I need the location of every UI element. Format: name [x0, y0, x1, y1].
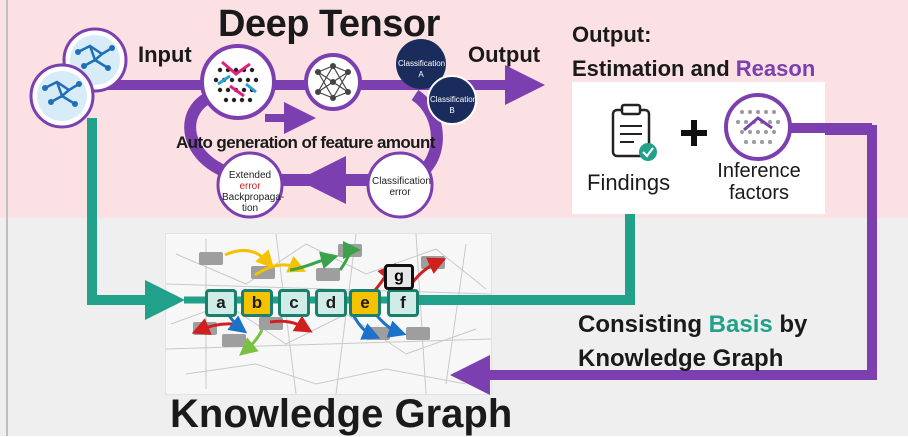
teal-flow-in [87, 118, 185, 320]
output-label: Output [468, 42, 541, 67]
input-label: Input [138, 42, 192, 67]
output-heading-line2: Estimation and Reason [572, 52, 815, 86]
basis-line2: Knowledge Graph [578, 345, 784, 372]
network-input-icon [29, 63, 95, 129]
backprop-line3: tion [241, 203, 259, 214]
inference-factors-label: Inference factors [704, 160, 814, 204]
graph-edge [289, 251, 339, 272]
graph-node-c: c [278, 289, 310, 317]
graph-edge [338, 241, 361, 271]
output-heading-prefix: Estimation and [572, 56, 736, 81]
backprop-line1: Extended error [222, 170, 278, 192]
backprop-error: error [239, 181, 261, 192]
graph-edge [224, 248, 275, 269]
tensor-graph-icon [200, 44, 276, 120]
basis-suffix: by [772, 311, 808, 338]
classification-b-circle [427, 75, 477, 125]
graph-edge [269, 315, 313, 333]
output-heading: Output: Estimation and Reason [572, 18, 815, 86]
backprop-label: Extended error Backpropaga- tion [222, 170, 285, 214]
graph-node-e: e [349, 289, 381, 317]
backprop-circle [216, 151, 284, 219]
deep-tensor-title: Deep Tensor [218, 3, 440, 45]
graph-edge [254, 256, 307, 277]
knowledge-graph-title: Knowledge Graph [170, 392, 513, 436]
graph-tag [406, 327, 430, 340]
inference-line1: Inference [717, 160, 801, 182]
findings-label: Findings [587, 170, 671, 195]
teal-flow-out [410, 170, 650, 305]
classification-b-label: Classification B [430, 95, 478, 115]
graph-node-b: b [241, 289, 273, 317]
graph-tag [316, 268, 340, 281]
backprop-extended: Extended [228, 170, 272, 181]
classification-error-label: Classification error [372, 176, 431, 198]
frame-divider [6, 0, 8, 436]
graph-edge [191, 318, 241, 335]
graph-node-g: g [384, 264, 414, 290]
graph-node-f: f [387, 289, 419, 317]
basis-prefix: Consisting [578, 311, 709, 338]
classification-error-circle [366, 151, 434, 219]
basis-accent: Basis [708, 311, 773, 338]
basis-caption: Consisting Basis by Knowledge Graph [578, 308, 807, 376]
inference-line2: factors [728, 182, 790, 204]
classification-a-label: Classification A [398, 59, 446, 79]
basis-line1: Consisting Basis by [578, 308, 807, 342]
graph-node-a: a [205, 289, 237, 317]
output-heading-line1: Output: [572, 22, 652, 47]
classification-a-circle [396, 39, 446, 89]
auto-generation-label: Auto generation of feature amount [176, 133, 435, 152]
neural-net-icon [304, 53, 362, 111]
graph-tag [199, 252, 223, 265]
graph-edge [239, 329, 264, 356]
reason-text: Reason [735, 56, 816, 81]
backprop-line2: Backpropaga- [222, 192, 285, 203]
graph-node-d: d [315, 289, 347, 317]
